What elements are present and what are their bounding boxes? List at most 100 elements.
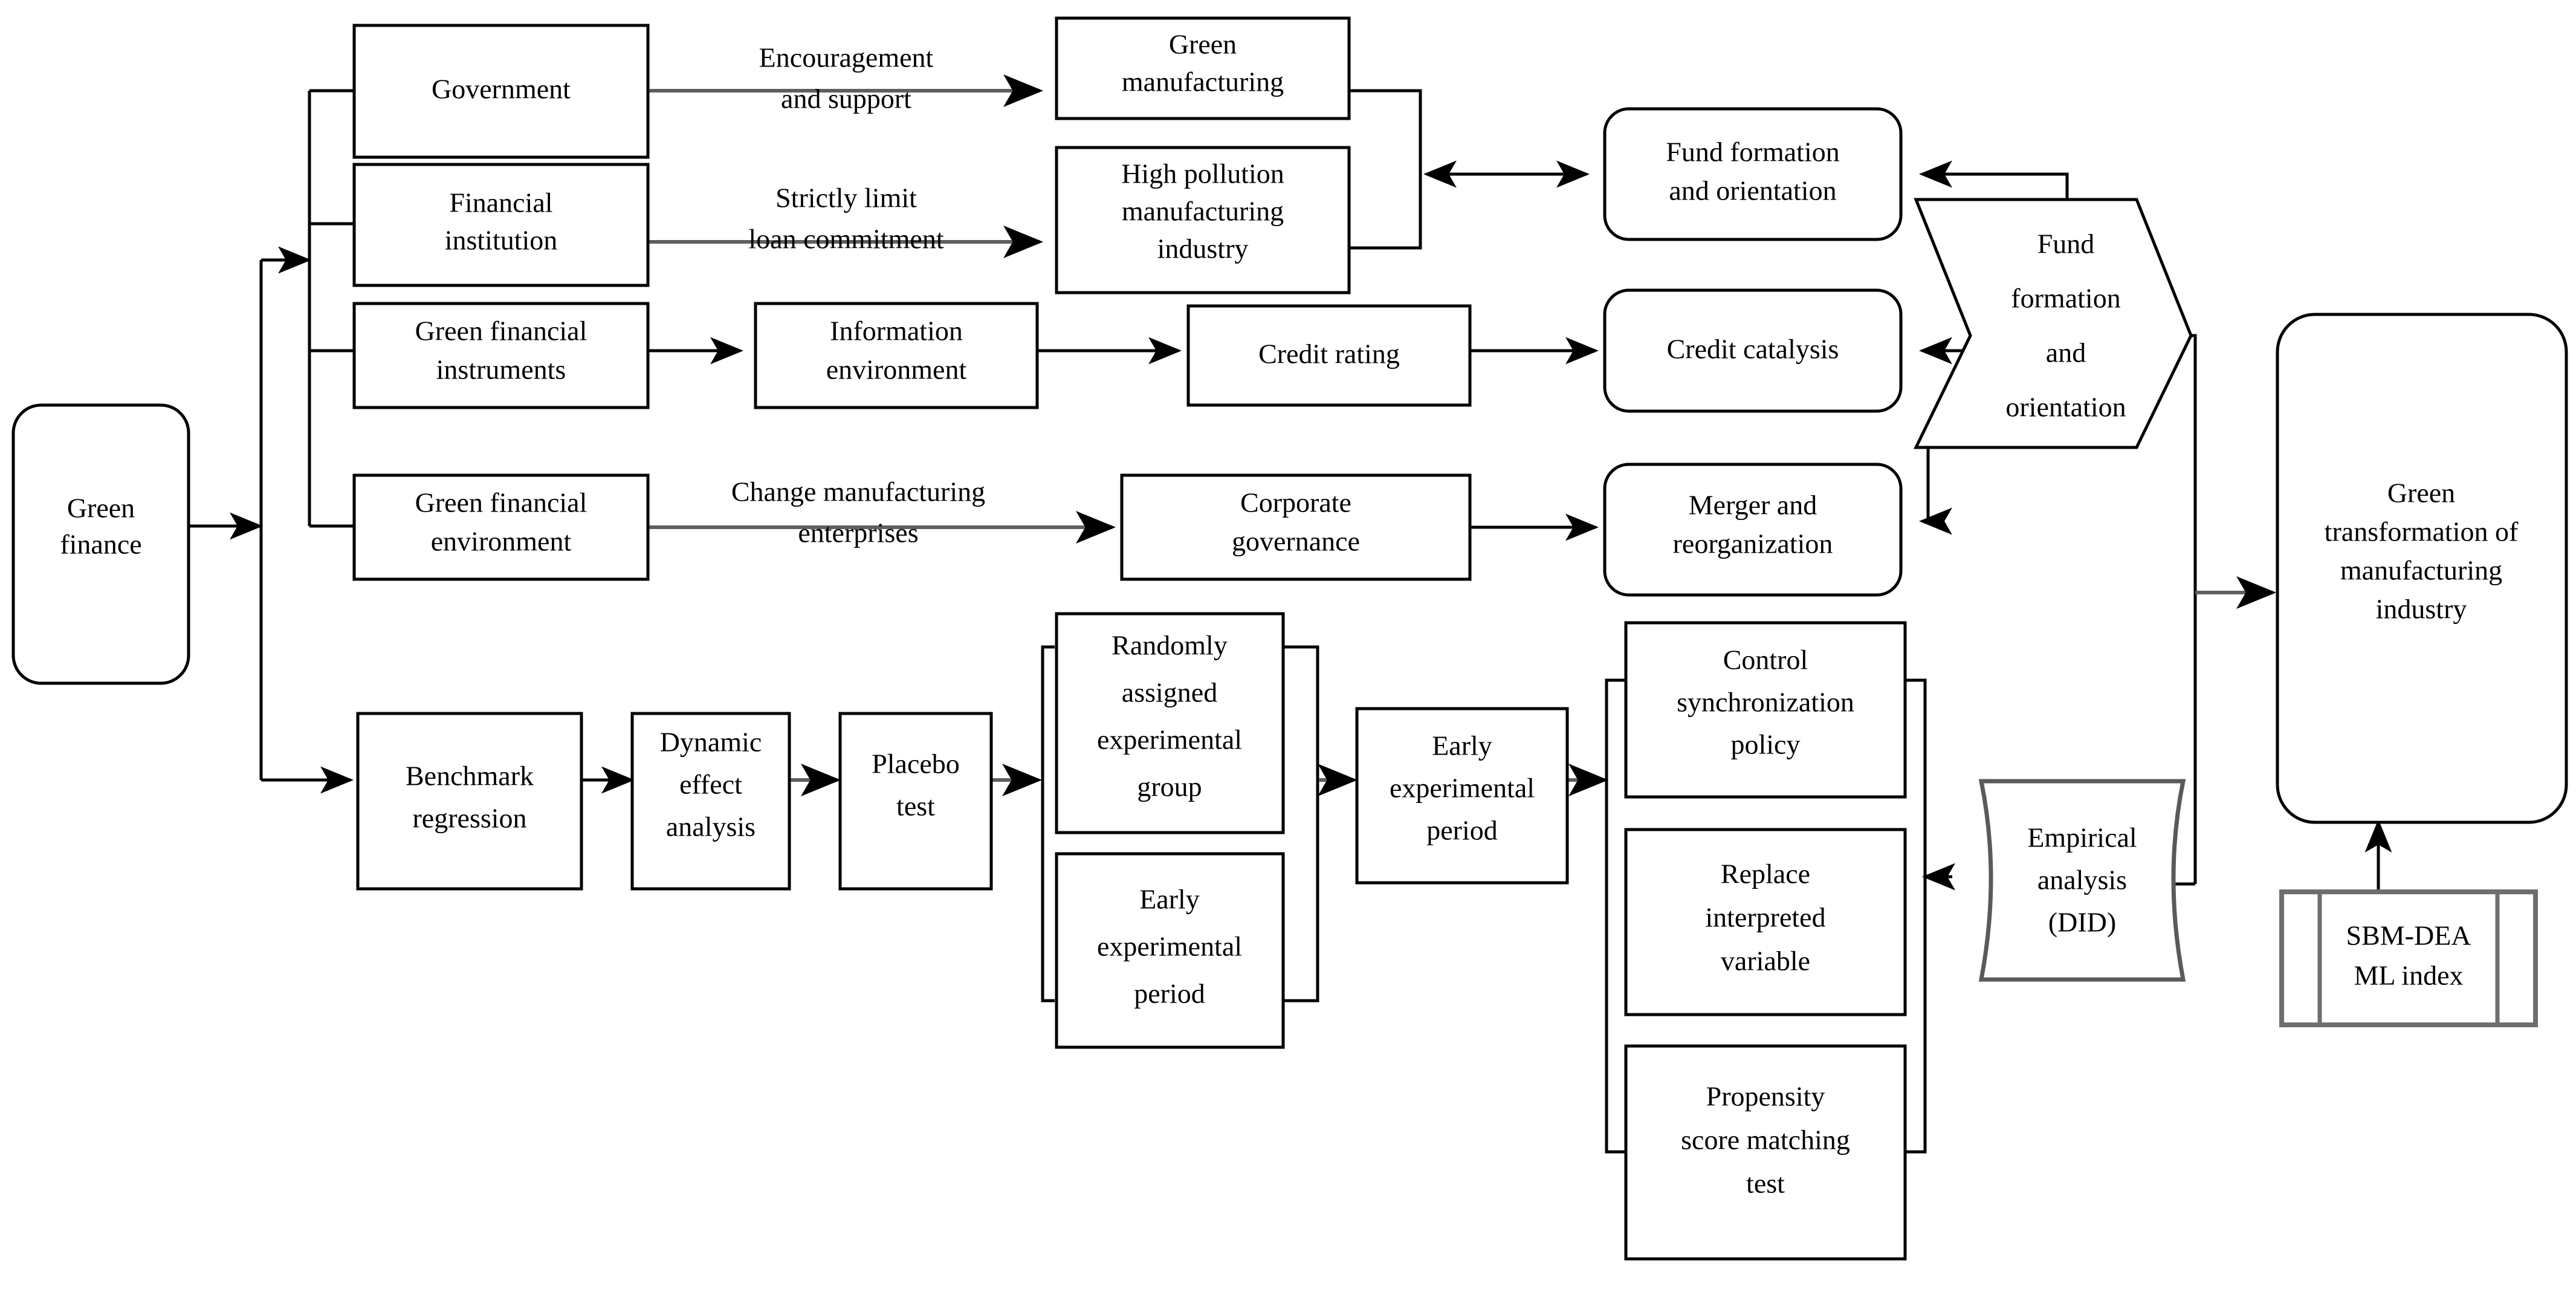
node-csp-label-3: policy [1731,729,1801,760]
node-rag-label-1: Randomly [1112,630,1228,661]
node-ffh-label-1: Fund [2037,229,2095,259]
node-early-experimental-period-b[interactable] [1055,852,1285,1049]
node-gfe-label-1: Green financial [415,487,587,518]
node-government[interactable] [352,24,650,159]
node-hp-label-3: industry [1157,233,1249,264]
node-mr-label-1: Merger and [1689,490,1817,521]
edge-label-strictly-2: loan commitment [748,224,943,255]
node-replace-interpreted-variable[interactable] [1624,828,1907,1016]
node-pt-label-2: test [896,791,935,822]
node-cr-label: Credit rating [1258,339,1400,369]
node-financial-institution-label-2: institution [445,225,558,256]
edge-label-encouragement-2: and support [781,83,911,114]
node-ea-label-1: Empirical [2027,822,2137,853]
node-corporate-governance[interactable] [1120,473,1472,581]
node-hp-label-1: High pollution [1121,158,1284,189]
node-financial-institution[interactable] [352,163,650,287]
node-ffo-label-2: and orientation [1669,175,1836,206]
node-eepa-label-2: experimental [1390,773,1535,804]
node-rag-label-2: assigned [1122,677,1217,708]
node-sbm-label-1: SBM-DEA [2346,920,2471,951]
node-ffh-label-3: and [2046,337,2086,368]
node-pt-label-1: Placebo [872,749,960,779]
node-sbm-dea[interactable] [2279,889,2538,1027]
node-empirical-analysis[interactable] [1978,779,2186,982]
edge-bracket-left-robustness [1605,678,1625,1154]
node-hp-label-2: manufacturing [1122,196,1284,227]
node-csp-label-2: synchronization [1677,687,1854,718]
node-ea-label-3: (DID) [2048,907,2116,938]
node-sbm-label-2: ML index [2354,960,2464,991]
node-early-experimental-period-a[interactable] [1355,707,1569,885]
node-propensity-score-matching[interactable] [1624,1044,1907,1261]
node-fund-formation-hexagon[interactable] [1914,198,2193,449]
node-green-finance[interactable] [11,403,190,685]
node-ea-label-2: analysis [2037,865,2127,895]
node-gt-label-1: Green [2387,478,2455,509]
edge-bracket-mfg [1349,89,1422,250]
node-randomly-assigned-group[interactable] [1055,612,1285,834]
node-psm-label-2: score matching [1681,1125,1850,1155]
node-placebo-test[interactable] [838,712,993,891]
edge-bracket-right-expgroup [1281,645,1319,1002]
edge-label-change-1: Change manufacturing [731,476,985,507]
node-eepb-label-2: experimental [1097,931,1242,962]
node-ffo-label-1: Fund formation [1666,137,1839,167]
node-riv-label-1: Replace [1721,859,1810,889]
node-financial-institution-label-1: Financial [449,187,552,218]
node-cg-label-1: Corporate [1240,487,1351,518]
edge-bracket-left-expgroup [1041,645,1055,1002]
node-riv-label-3: variable [1721,946,1810,976]
node-dynamic-effect-analysis[interactable] [630,712,791,891]
node-eepb-label-3: period [1134,978,1205,1009]
edge-label-strictly-1: Strictly limit [775,183,917,213]
node-control-sync-policy[interactable] [1624,621,1907,799]
node-eepa-label-1: Early [1432,730,1492,761]
node-green-transformation[interactable] [2276,313,2568,824]
node-mr-label-2: reorganization [1673,528,1833,559]
node-gt-label-4: industry [2376,594,2467,625]
node-gt-label-3: manufacturing [2340,555,2502,586]
node-br-label-1: Benchmark [406,761,534,791]
node-green-financial-environment[interactable] [352,473,650,581]
node-gfe-label-2: environment [431,526,572,557]
node-ie-label-1: Information [830,316,963,346]
node-green-manufacturing[interactable] [1055,16,1351,120]
node-gfi-label-2: instruments [436,354,566,385]
node-ie-label-2: environment [826,354,967,385]
node-dea-label-3: analysis [666,811,756,842]
node-credit-rating[interactable] [1186,304,1472,407]
node-br-label-2: regression [412,803,526,834]
node-rag-label-3: experimental [1097,724,1242,755]
node-eepb-label-1: Early [1139,884,1200,915]
node-benchmark-regression[interactable] [356,712,583,891]
edge-label-change-2: enterprises [798,518,918,548]
node-rag-label-4: group [1137,772,1202,802]
node-riv-label-2: interpreted [1705,902,1825,933]
node-credit-catalysis[interactable] [1603,288,1903,413]
node-ffh-label-2: formation [2011,283,2120,314]
node-psm-label-1: Propensity [1706,1081,1825,1112]
edge-label-encouragement-1: Encouragement [759,42,934,73]
node-green-finance-label-1: Green [67,493,135,524]
node-ffh-label-4: orientation [2005,392,2126,423]
node-information-environment[interactable] [754,302,1039,409]
node-eepa-label-3: period [1426,815,1498,846]
node-csp-label-1: Control [1723,645,1808,675]
node-merger-reorganization[interactable] [1603,463,1903,597]
node-cc-label: Credit catalysis [1667,334,1839,365]
node-dea-label-1: Dynamic [660,727,762,758]
node-gt-label-2: transformation of [2325,516,2519,547]
node-dea-label-2: effect [679,769,742,800]
node-green-financial-instruments[interactable] [352,302,650,409]
node-gfi-label-1: Green financial [415,316,587,346]
node-cg-label-2: governance [1232,526,1360,557]
node-gm-label-2: manufacturing [1122,67,1284,97]
node-psm-label-3: test [1746,1168,1785,1199]
node-gm-label-1: Green [1169,29,1237,60]
node-high-pollution[interactable] [1055,146,1351,294]
node-fund-formation-orientation[interactable] [1603,107,1903,241]
edge-bracket-right-robustness [1904,678,1927,1154]
